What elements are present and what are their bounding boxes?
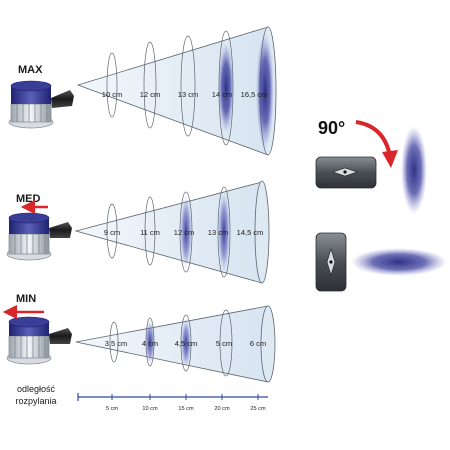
axis-tick-label: 20 cm [214, 406, 230, 412]
axis-tick-label: 10 cm [142, 406, 158, 412]
distance-label: 12 cm [174, 228, 194, 237]
distance-label: 4,5 cm [175, 339, 198, 348]
nozzle-max [8, 80, 74, 129]
spray-pattern-vertical [401, 126, 427, 214]
distance-label: 12 cm [140, 90, 160, 99]
level-label-med: MED [16, 193, 41, 205]
distance-label: 3,5 cm [105, 339, 128, 348]
nozzle-min [6, 316, 72, 365]
distance-label: 14 cm [212, 90, 232, 99]
distance-label: 5 cm [216, 339, 232, 348]
row-med: MED 9 cm 11 cm 12 cm 13 cm [6, 180, 270, 284]
spray-pattern-max-16cm [256, 33, 274, 149]
level-label-min: MIN [16, 293, 36, 305]
row-min: MIN 3,5 cm 4 cm 4,5 cm 5 cm [2, 293, 276, 383]
axis-tick-label: 25 cm [250, 406, 266, 412]
rotation-arrow-icon [355, 120, 392, 157]
spray-pattern-min-4cm [145, 320, 155, 364]
spray-pattern-med-12cm [180, 196, 192, 268]
spray-pattern-max-14cm [218, 43, 234, 133]
axis-tick-label: 15 cm [178, 406, 194, 412]
distance-label: 11 cm [140, 228, 160, 237]
spray-cone-med [74, 180, 270, 284]
distance-label: 13 cm [208, 228, 228, 237]
axis-caption-line2: rozpylania [15, 396, 56, 406]
distance-label: 14,5 cm [237, 228, 264, 237]
distance-label: 10 cm [102, 90, 122, 99]
spray-cone-min [75, 305, 276, 383]
rotation-angle-label: 90° [318, 118, 345, 138]
spray-gun-horizontal [315, 156, 377, 189]
distance-label: 16,5 cm [241, 90, 268, 99]
spray-pattern-horizontal [351, 248, 447, 276]
rotation-panel: 90° [315, 118, 447, 292]
spray-pattern-min-4-5cm [181, 319, 191, 367]
distance-label: 13 cm [178, 90, 198, 99]
distance-label: 4 cm [142, 339, 158, 348]
row-max: MAX 10 cm 12 cm 13 cm 14 cm 16,5 [8, 26, 277, 156]
spray-gun-vertical [315, 232, 347, 292]
level-label-max: MAX [18, 64, 43, 76]
distance-label: 6 cm [250, 339, 266, 348]
axis-tick-label: 5 cm [106, 406, 118, 412]
nozzle-med [6, 212, 72, 261]
axis-caption-line1: odległość [17, 384, 56, 394]
distance-axis: odległość rozpylania 5 cm 10 cm 15 cm 20… [15, 384, 268, 412]
spray-pattern-med-13cm [218, 192, 230, 272]
distance-label: 9 cm [104, 228, 120, 237]
